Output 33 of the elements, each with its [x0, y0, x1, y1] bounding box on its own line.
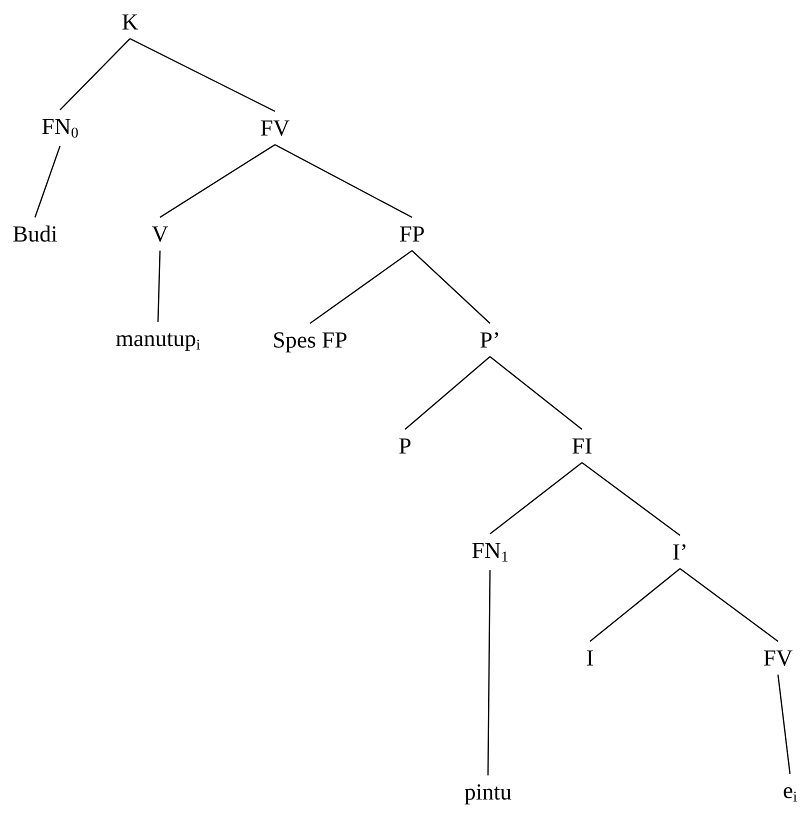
tree-branch: [582, 462, 680, 536]
tree-node-label: FN$_{0}$: [38, 112, 82, 144]
tree-branch: [274, 144, 412, 218]
tree-node-label: Budi: [10, 219, 60, 249]
tree-branch: [130, 38, 276, 112]
tree-node-label: K: [118, 7, 142, 37]
tree-node-label: V: [148, 219, 172, 249]
tree-branch: [487, 570, 491, 776]
tree-branch: [412, 250, 490, 324]
tree-node-label: I: [583, 643, 597, 673]
tree-branch: [404, 356, 490, 430]
tree-node-label: FV: [257, 113, 293, 143]
tree-node-label: P’: [476, 325, 504, 355]
tree-node-label: FI: [568, 431, 596, 461]
tree-branch: [310, 250, 412, 324]
tree-node-label: e$_{i}$: [780, 776, 800, 808]
tree-branch: [60, 38, 130, 110]
tree-node-label: pintu: [461, 777, 515, 807]
tree-branch: [490, 462, 582, 534]
tree-branch: [157, 250, 161, 322]
tree-node-label: FP: [396, 219, 428, 249]
tree-node-label: Spes FP: [270, 325, 350, 355]
tree-branch: [590, 568, 680, 642]
tree-node-label: I’: [669, 537, 691, 567]
tree-node-label: FN$_{1}$: [468, 536, 512, 568]
tree-branch: [777, 674, 791, 774]
tree-branch: [680, 568, 778, 642]
tree-node-label: P: [396, 431, 414, 461]
tree-node-label: manutup$_{i}$: [112, 324, 204, 356]
tree-branch: [160, 144, 276, 218]
tree-branch: [490, 356, 582, 430]
tree-node-label: FV: [760, 643, 796, 673]
tree-branch: [34, 146, 61, 218]
